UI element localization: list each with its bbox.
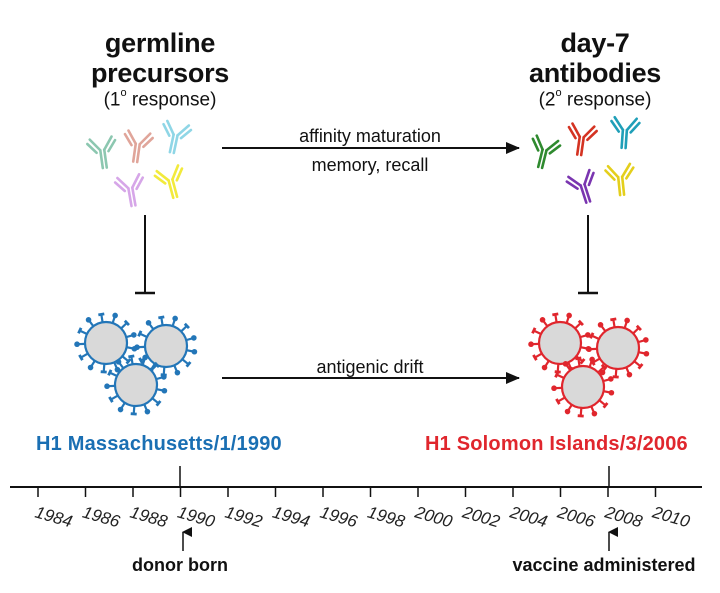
germline-antibody-teal	[86, 135, 117, 170]
germline-antibody-yellow	[153, 164, 184, 200]
mature-antibody-green	[531, 134, 562, 170]
blue-virus-particle	[134, 315, 198, 377]
blue-virus-particle	[104, 354, 168, 416]
year-tick-label: 2000	[412, 502, 455, 531]
germline-antibody-group	[86, 119, 193, 208]
primary-response-label: (1o response)	[103, 87, 217, 111]
year-tick-label: 2008	[602, 502, 645, 531]
solomon-islands-strain-label: H1 Solomon Islands/3/2006	[425, 433, 688, 455]
blue-virus-particle	[74, 312, 138, 374]
day7-heading-line1: day-7	[560, 28, 630, 58]
mature-antibody-red	[567, 122, 598, 157]
year-tick-label: 1998	[365, 503, 407, 532]
left-inhibition-line	[135, 215, 155, 295]
day7-heading-line2: antibodies	[528, 58, 661, 88]
day7-heading: day-7 antibodies	[495, 28, 695, 88]
year-tick-label: 1994	[270, 503, 312, 532]
red-virus-cluster	[528, 312, 650, 418]
germline-heading-line1: germline	[104, 28, 216, 58]
germline-antibody-cyan	[162, 119, 193, 155]
year-tick-label: 2006	[554, 502, 597, 531]
year-tick-label: 2010	[649, 502, 692, 531]
year-tick-label: 1986	[80, 503, 122, 532]
year-tick-label: 1996	[318, 503, 360, 532]
mature-antibody-group	[531, 115, 641, 204]
red-virus-particle	[528, 312, 592, 374]
affinity-maturation-label: affinity maturation	[299, 126, 441, 146]
year-tick-label: 2002	[459, 502, 502, 531]
vaccine-administered-label: vaccine administered	[512, 555, 696, 575]
blue-virus-cluster	[74, 312, 198, 416]
donor-born-label: donor born	[132, 555, 228, 575]
mature-antibody-teal	[610, 115, 641, 150]
memory-recall-label: memory, recall	[311, 155, 429, 175]
year-tick-label: 1990	[175, 503, 217, 532]
year-tick-label: 2004	[507, 502, 550, 531]
red-virus-particle	[586, 317, 650, 379]
year-tick-label: 1988	[128, 503, 170, 532]
germline-antibody-lavender	[113, 172, 145, 208]
germline-antibody-salmon	[123, 129, 154, 164]
secondary-response-label: (2o response)	[538, 87, 652, 111]
antigenic-drift-label: antigenic drift	[316, 357, 424, 377]
germline-heading-line2: precursors	[90, 58, 230, 88]
year-tick-label: 1992	[223, 503, 265, 532]
germline-heading: germline precursors	[60, 28, 260, 88]
massachusetts-strain-label: H1 Massachusetts/1/1990	[36, 433, 282, 455]
mature-antibody-yellow	[604, 162, 635, 197]
red-virus-particle	[551, 356, 615, 418]
year-tick-label: 1984	[33, 503, 75, 532]
mature-antibody-purple	[565, 168, 595, 204]
right-inhibition-line	[578, 215, 598, 295]
